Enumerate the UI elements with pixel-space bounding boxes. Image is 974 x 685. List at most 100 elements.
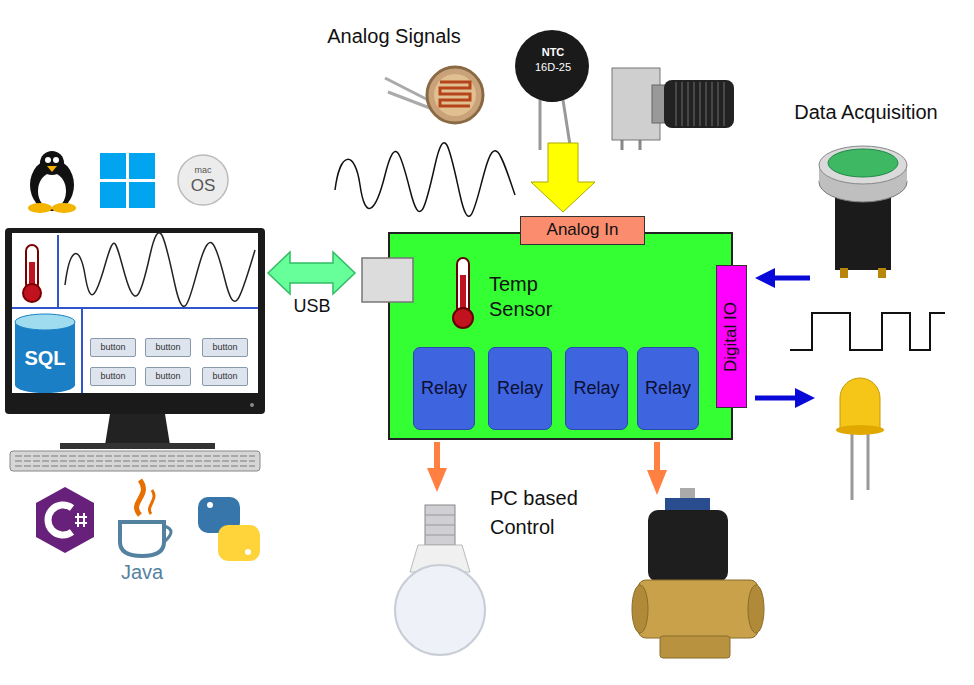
logo-text: SQL xyxy=(24,346,65,370)
thermistor-neck xyxy=(530,92,574,102)
relay-box: Relay xyxy=(488,347,552,430)
output-arrowhead xyxy=(795,388,815,408)
monitor-screen xyxy=(12,233,258,393)
thermometer-mercury xyxy=(460,275,466,315)
node-text: Relay xyxy=(645,378,691,400)
monitor-stand xyxy=(105,414,170,445)
pot-knurl xyxy=(676,82,724,126)
button-terminal xyxy=(878,268,886,278)
output-arrow xyxy=(755,396,800,401)
ldr-body xyxy=(427,67,483,123)
database-body xyxy=(15,322,75,385)
control-arrowhead xyxy=(427,468,447,492)
node-text: Temp Sensor xyxy=(489,272,571,322)
screen-button: button xyxy=(202,367,248,386)
macos-badge xyxy=(178,155,228,205)
keyboard xyxy=(10,451,260,471)
screen-divider xyxy=(12,235,258,393)
controller-board: Relay Relay Relay Relay Temp Sensor xyxy=(388,232,733,440)
part-marking: 16D-25 xyxy=(535,61,571,74)
java-steam xyxy=(137,480,144,515)
thermometer-bulb xyxy=(453,308,473,328)
led-rim xyxy=(836,425,884,435)
pot-shaft xyxy=(664,80,734,128)
control-arrow xyxy=(437,442,657,472)
pot-collar xyxy=(652,85,666,123)
penguin-eye xyxy=(53,157,59,163)
thermistor-disc xyxy=(515,30,589,102)
node-text: Analog In xyxy=(547,220,619,240)
windows-pane xyxy=(100,153,126,179)
led-dome xyxy=(840,378,880,430)
input-arrowhead xyxy=(755,268,775,288)
screen-button: button xyxy=(90,338,136,357)
node-text: button xyxy=(212,342,237,353)
usb-arrow xyxy=(268,252,355,294)
windows-pane xyxy=(129,153,155,179)
monitor-bezel xyxy=(5,228,265,414)
csharp-c xyxy=(48,505,72,535)
heading-label: Analog Signals xyxy=(327,24,460,48)
logo-text: Java xyxy=(121,560,163,584)
python-eye xyxy=(207,502,213,508)
java-cup xyxy=(120,522,164,556)
button-bezel-top xyxy=(819,146,907,184)
node-text: Relay xyxy=(421,378,467,400)
power-led xyxy=(250,403,254,407)
heading-label: Data Acquisition xyxy=(794,100,937,124)
ldr-track xyxy=(440,82,470,106)
button-body xyxy=(835,195,891,270)
digital-io-port: Digital IO xyxy=(716,265,747,408)
penguin-foot xyxy=(28,203,52,213)
database-bottom xyxy=(15,377,75,393)
valve-cap xyxy=(665,498,710,512)
thermometer-tube xyxy=(457,258,469,316)
screen-button: button xyxy=(145,338,191,357)
node-text: button xyxy=(100,342,125,353)
led-legs xyxy=(852,432,868,500)
node-text: Relay xyxy=(497,378,543,400)
heading-label: PC based Control xyxy=(490,484,602,542)
relay-box: Relay xyxy=(637,347,699,430)
valve-base xyxy=(660,636,730,658)
valve-coil xyxy=(648,510,728,582)
bulb-cap xyxy=(425,505,455,545)
node-text: Digital IO xyxy=(721,302,741,372)
part-marking: NTC xyxy=(542,46,565,59)
digital-waveform xyxy=(790,313,945,350)
node-text: button xyxy=(212,371,237,382)
penguin-head xyxy=(40,151,64,175)
interface-label: USB xyxy=(293,296,330,318)
screen-button: button xyxy=(145,367,191,386)
valve-body xyxy=(638,580,758,638)
screen-waveform xyxy=(65,233,255,307)
ldr-face xyxy=(434,74,476,116)
keyboard-keys xyxy=(15,456,255,466)
button-terminal xyxy=(840,268,848,278)
input-arrow xyxy=(770,276,810,281)
valve-port xyxy=(632,585,648,633)
python-eye xyxy=(245,549,251,555)
valve-port xyxy=(748,585,764,633)
control-arrowhead xyxy=(647,470,667,495)
csharp-sharp xyxy=(75,513,87,527)
screen-button: button xyxy=(202,338,248,357)
windows-pane xyxy=(100,182,126,208)
node-text: button xyxy=(155,371,180,382)
relay-box: Relay xyxy=(565,347,628,430)
monitor-base xyxy=(60,443,215,449)
screen-button: button xyxy=(90,367,136,386)
thermometer-bulb xyxy=(23,284,41,302)
analog-in-port: Analog In xyxy=(520,216,645,245)
node-text: Relay xyxy=(573,378,619,400)
logo-text: mac xyxy=(194,165,211,176)
penguin-body xyxy=(30,159,74,211)
penguin-foot xyxy=(52,203,76,213)
node-text: button xyxy=(155,342,180,353)
analog-waveform xyxy=(335,143,515,217)
java-steam xyxy=(149,490,154,514)
penguin-beak xyxy=(47,166,57,172)
analog-arrow xyxy=(531,143,595,212)
bulb-cap-rings xyxy=(425,515,455,535)
